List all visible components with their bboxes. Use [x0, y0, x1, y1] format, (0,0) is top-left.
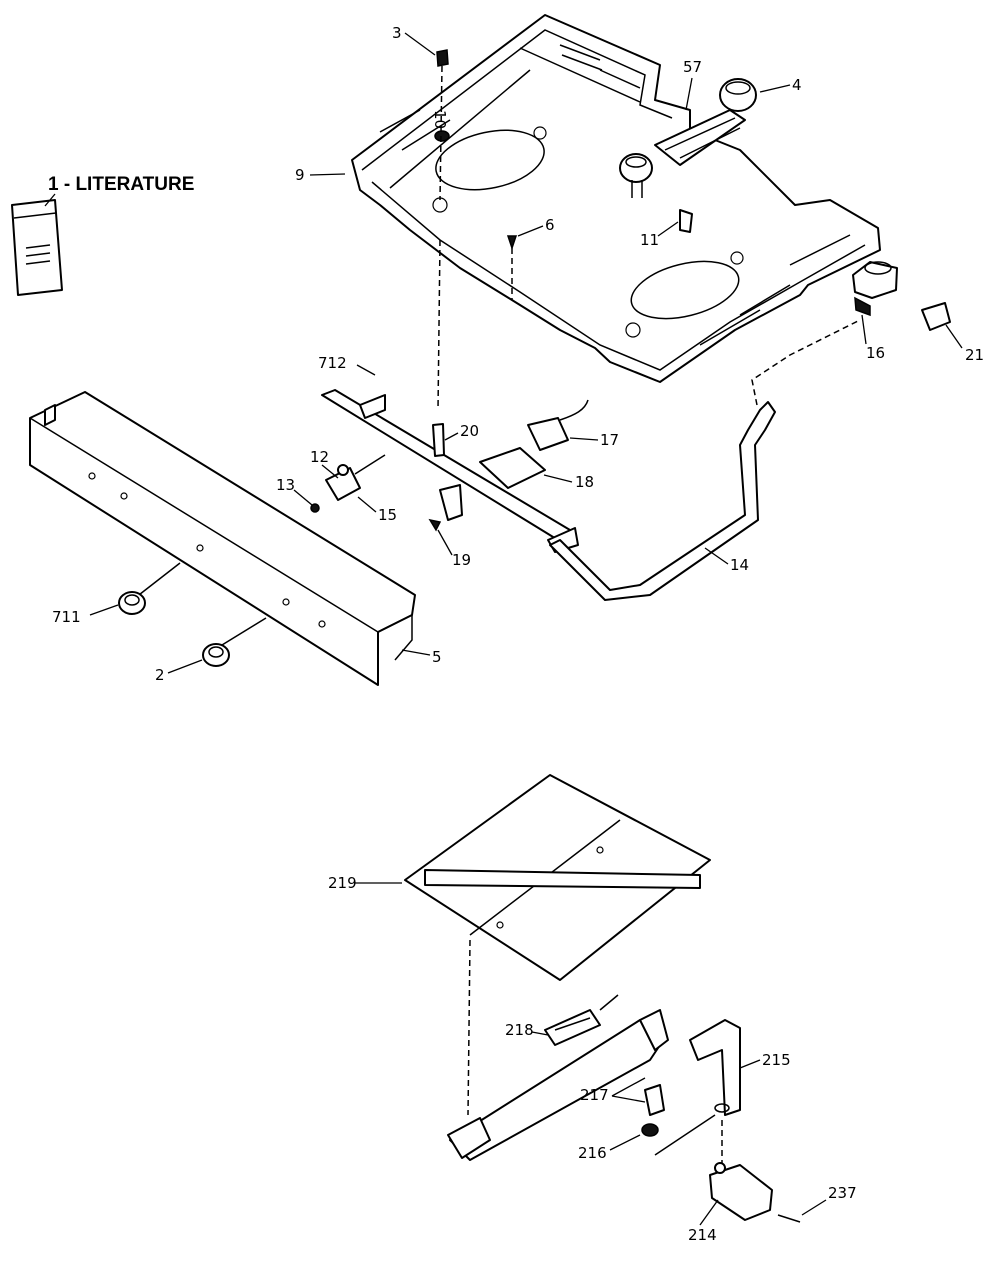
label-6: 6 [545, 216, 555, 234]
screw-3 [436, 49, 449, 67]
label-217: 217 [580, 1086, 609, 1104]
label-57: 57 [683, 58, 702, 76]
burner-tube [447, 1009, 669, 1161]
label-219: 219 [328, 874, 357, 892]
broiler-pan-219 [404, 774, 711, 981]
top-panel [351, 14, 881, 383]
control-panel-5 [29, 391, 416, 686]
label-237: 237 [828, 1184, 857, 1202]
bracket-11 [679, 209, 693, 233]
spark-module-16 [852, 261, 898, 317]
label-15: 15 [378, 506, 397, 524]
burner-assembly [619, 78, 757, 198]
label-218: 218 [505, 1021, 534, 1039]
label-19: 19 [452, 551, 471, 569]
manifold-rail [321, 389, 579, 553]
label-9: 9 [295, 166, 305, 184]
label-214: 214 [688, 1226, 717, 1244]
literature-booklet [11, 199, 63, 296]
label-18: 18 [575, 473, 594, 491]
bracket-18 [479, 447, 546, 489]
label-11: 11 [640, 231, 659, 249]
orifice-13 [310, 503, 320, 513]
part-21-box [921, 302, 951, 331]
screw-6 [506, 235, 518, 251]
knob-2 [202, 643, 230, 667]
washer-10 [434, 130, 450, 142]
gas-line-14 [549, 319, 861, 601]
label-2: 2 [155, 666, 165, 684]
switch-17 [527, 399, 589, 451]
label-10: 10 [431, 110, 449, 129]
label-13: 13 [276, 476, 295, 494]
bracket-215 [689, 1019, 741, 1116]
orifice-218 [544, 994, 619, 1046]
knob-711 [118, 591, 146, 615]
label-5: 5 [432, 648, 442, 666]
label-14: 14 [730, 556, 749, 574]
label-712: 712 [318, 354, 347, 372]
screw-237 [777, 1214, 801, 1223]
label-215: 215 [762, 1051, 791, 1069]
label-literature: 1 - LITERATURE [48, 174, 194, 195]
label-20: 20 [460, 422, 479, 440]
spark-module-214 [709, 1162, 773, 1221]
label-21: 21 [965, 346, 984, 364]
valve-15 [325, 454, 386, 501]
part-216 [641, 1123, 659, 1137]
label-216: 216 [578, 1144, 607, 1162]
part-217 [644, 1084, 665, 1116]
label-12: 12 [310, 448, 329, 466]
label-3: 3 [392, 24, 402, 42]
label-17: 17 [600, 431, 619, 449]
label-4: 4 [792, 76, 802, 94]
label-711: 711 [52, 608, 81, 626]
label-16: 16 [866, 344, 885, 362]
screw-19 [428, 518, 442, 532]
